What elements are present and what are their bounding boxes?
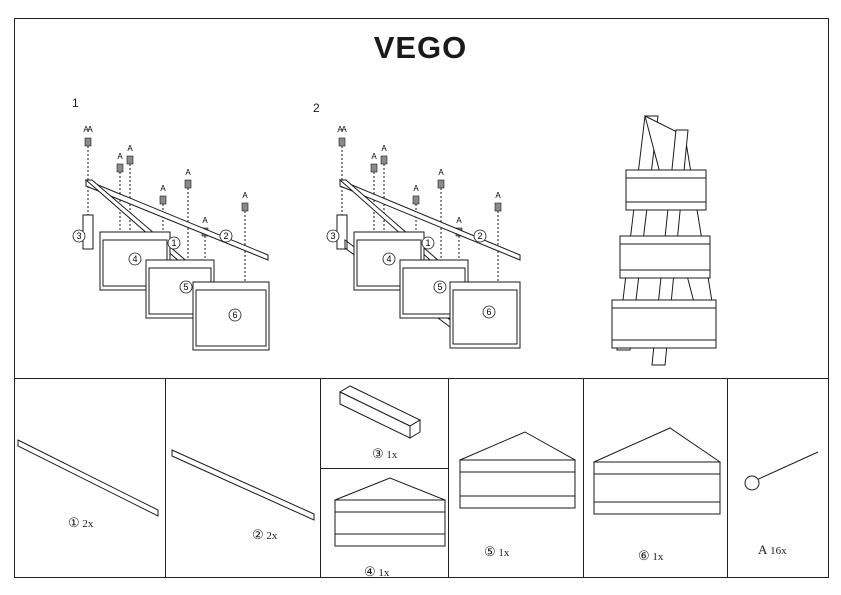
screw-label: A <box>87 125 93 134</box>
screw-label: A <box>381 144 387 153</box>
screw-label: A <box>438 168 444 177</box>
part-3-label: ③ 1x <box>372 446 398 461</box>
part-callout: 5 <box>437 282 442 292</box>
part-6-label: ⑥ 1x <box>638 548 664 563</box>
page-title: VEGO <box>373 30 468 65</box>
parts-illustrations <box>17 385 819 547</box>
screw-label: A <box>83 125 89 134</box>
part-callout: 1 <box>171 238 176 248</box>
step1-diagram <box>72 137 270 351</box>
part-1-label: ① 2x <box>68 515 94 530</box>
parts-col-divider-5 <box>727 378 728 578</box>
step2-diagram <box>326 137 521 349</box>
part-callout: 5 <box>183 282 188 292</box>
finished-shelf <box>611 115 717 366</box>
screw-label: A <box>341 125 347 134</box>
parts-col-divider-2 <box>320 378 321 578</box>
screw-label: A <box>160 184 166 193</box>
screw-label: A <box>127 144 133 153</box>
part-callout: 2 <box>223 231 228 241</box>
screw-label: A <box>371 152 377 161</box>
parts-cell-divider <box>320 468 448 469</box>
screw-label: A <box>185 168 191 177</box>
screw-a-label: A 16x <box>758 542 787 557</box>
screw-label: A <box>202 216 208 225</box>
part-callout: 3 <box>76 231 81 241</box>
parts-divider <box>14 378 829 379</box>
part-4-label: ④ 1x <box>364 564 390 579</box>
part-5-label: ⑤ 1x <box>484 544 510 559</box>
part-callout: 4 <box>132 254 137 264</box>
screw-label: A <box>117 152 123 161</box>
part-callout: 6 <box>486 307 491 317</box>
part-callout: 3 <box>330 231 335 241</box>
screw-label: A <box>242 191 248 200</box>
part-callout: 6 <box>232 310 237 320</box>
screw-label: A <box>456 216 462 225</box>
part-callout: 1 <box>425 238 430 248</box>
step-number-1: 1 <box>72 96 79 110</box>
screw-label: A <box>413 184 419 193</box>
parts-col-divider-3 <box>448 378 449 578</box>
step-number-2: 2 <box>313 101 320 115</box>
screw-label: A <box>337 125 343 134</box>
screw-label: A <box>495 191 501 200</box>
part-callout: 4 <box>386 254 391 264</box>
part-callout: 2 <box>477 231 482 241</box>
parts-col-divider-1 <box>165 378 166 578</box>
parts-col-divider-4 <box>583 378 584 578</box>
instruction-sheet <box>14 18 829 578</box>
part-2-label: ② 2x <box>252 527 278 542</box>
